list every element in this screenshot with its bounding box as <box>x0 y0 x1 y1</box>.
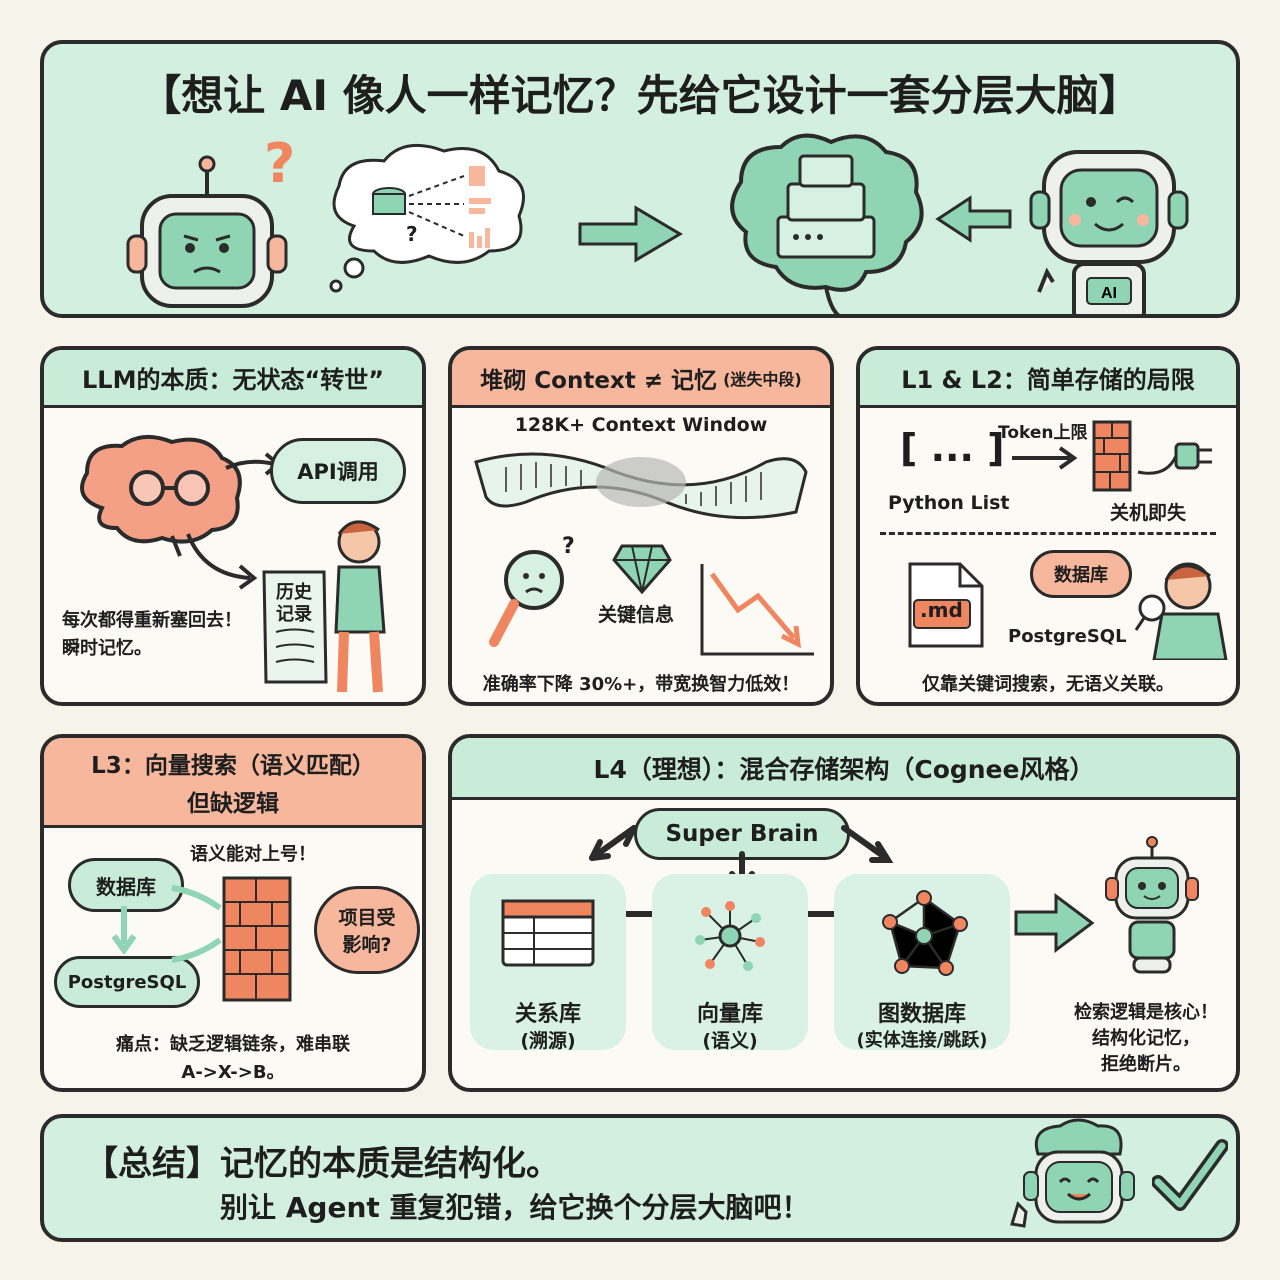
panel-context-caption: 准确率下降 30%+，带宽换智力低效！ <box>482 674 800 695</box>
table-icon <box>501 899 595 967</box>
brain-server-icon <box>730 133 924 314</box>
panel-l3-title-2: 但缺逻辑 <box>187 790 279 817</box>
header-panel: 【想让 AI 像人一样记忆？先给它设计一套分层大脑】 ? ? <box>40 40 1240 318</box>
l3-pg-bubble: PostgreSQL <box>54 956 200 1008</box>
brain-glasses-icon <box>80 434 242 557</box>
thought-question: ? <box>406 222 418 246</box>
semantic-ok-label: 语义能对上号！ <box>190 844 316 865</box>
store-relational-name: 关系库 <box>514 1002 581 1027</box>
panel-l4-title: L4（理想）：混合存储架构（Cognee风格） <box>452 738 1236 800</box>
summary-line-2: 别让 Agent 重复犯错，给它换个分层大脑吧！ <box>220 1191 810 1224</box>
robot-icon <box>1105 836 1199 974</box>
checkmark-icon <box>1152 1139 1228 1211</box>
result-line-2: 结构化记忆， <box>1092 1028 1200 1049</box>
store-vector-name: 向量库 <box>696 1002 763 1027</box>
power-off-label: 关机即失 <box>1110 502 1187 524</box>
project-question-bubble: 项目受 影响? <box>314 886 420 974</box>
panel-context-title: 堆砌 Context ≠ 记忆 <box>480 367 718 394</box>
store-graph-name: 图数据库 <box>877 1002 966 1027</box>
plug-icon <box>1137 442 1212 475</box>
db-bubble: 数据库 <box>1030 550 1132 598</box>
python-list-symbol: [ ... ] <box>900 426 1005 470</box>
arrow-right-small-icon <box>1012 446 1078 470</box>
page-title: 【想让 AI 像人一样记忆？先给它设计一套分层大脑】 <box>139 71 1141 120</box>
graph-icon <box>882 890 968 976</box>
down-trend-icon <box>700 564 814 656</box>
robot-brain-icon <box>1010 1118 1135 1228</box>
result-line-3: 拒绝断片。 <box>1101 1054 1191 1075</box>
robot-wink-icon: AI <box>1029 150 1189 314</box>
panel-llm-essence: LLM的本质：无状态“转世” API调用 历史 记录 每次都得重新塞回去！ 瞬时… <box>40 346 426 706</box>
api-call-cloud: API调用 <box>270 438 406 504</box>
panel-l3-caption-2: A->X->B。 <box>181 1062 285 1083</box>
md-label: .md <box>920 598 963 622</box>
store-graph-sub: (实体连接/跳跃) <box>856 1030 988 1051</box>
result-line-1: 检索逻辑是核心！ <box>1074 1002 1218 1023</box>
person-magnifier-icon <box>1134 562 1228 660</box>
arrow-left-icon <box>935 195 1012 243</box>
panel-llm-title: LLM的本质：无状态“转世” <box>44 350 422 408</box>
panel-l3-head: L3：向量搜索（语义匹配） 但缺逻辑 <box>44 738 422 828</box>
panel-l1-l2-title: L1 & L2：简单存储的局限 <box>860 350 1236 408</box>
summary-line-1: 【总结】记忆的本质是结构化。 <box>84 1144 560 1184</box>
token-limit-label: Token上限 <box>998 423 1088 443</box>
panel-l3: L3：向量搜索（语义匹配） 但缺逻辑 语义能对上号！ 数据库 PostgreSQ… <box>40 734 426 1092</box>
down-arrow-icon <box>186 533 258 590</box>
brick-wall-icon <box>222 876 292 1002</box>
divider <box>880 532 1216 535</box>
pg-label: PostgreSQL <box>1008 626 1127 647</box>
svg-text:AI: AI <box>1101 285 1117 302</box>
project-question-1: 项目受 <box>338 907 396 929</box>
key-info-label: 关键信息 <box>598 604 675 626</box>
arrow-right-icon <box>578 205 683 263</box>
panel-llm-caption-2: 瞬时记忆。 <box>62 638 152 659</box>
panel-l1-l2-caption: 仅靠关键词搜索，无语义关联。 <box>922 674 1174 695</box>
panel-l3-title-1: L3：向量搜索（语义匹配） <box>91 752 375 779</box>
panel-l3-caption-1: 痛点：缺乏逻辑链条，难串联 <box>116 1034 350 1055</box>
summary-panel: 【总结】记忆的本质是结构化。 别让 Agent 重复犯错，给它换个分层大脑吧！ <box>40 1114 1240 1242</box>
panel-l1-l2: L1 & L2：简单存储的局限 [ ... ] Python List Toke… <box>856 346 1240 706</box>
brick-wall-small-icon <box>1092 420 1132 492</box>
context-scroll-icon <box>474 452 808 520</box>
diamond-icon <box>612 544 672 594</box>
magnifier-question: ? <box>562 534 575 559</box>
green-arrows-icon <box>171 885 222 963</box>
magnifier-icon <box>489 550 564 647</box>
robot-confused-icon <box>126 155 288 308</box>
panel-context-title-small: (迷失中段) <box>723 369 802 389</box>
down-arrow-green-icon <box>112 906 136 954</box>
question-mark: ? <box>264 132 296 195</box>
context-window-label: 128K+ Context Window <box>514 414 768 436</box>
vector-node-icon <box>695 901 765 971</box>
panel-context: 堆砌 Context ≠ 记忆 (迷失中段) 128K+ Context Win… <box>448 346 834 706</box>
arrow-to-robot-icon <box>1014 893 1095 953</box>
md-file-icon <box>908 562 984 648</box>
project-question-2: 影响? <box>342 934 392 956</box>
scroll-text: 历史 记录 <box>276 582 312 625</box>
store-vector-sub: (语义) <box>702 1030 758 1052</box>
panel-context-head: 堆砌 Context ≠ 记忆 (迷失中段) <box>452 350 830 408</box>
thought-cloud-icon <box>329 143 525 293</box>
panel-llm-caption-1: 每次都得重新塞回去！ <box>62 610 242 631</box>
person-scroll-icon <box>262 520 386 693</box>
store-relational-sub: (溯源) <box>520 1030 576 1052</box>
panel-l4: L4（理想）：混合存储架构（Cognee风格） Super Brain 关系库 … <box>448 734 1240 1092</box>
python-list-label: Python List <box>888 492 1010 514</box>
